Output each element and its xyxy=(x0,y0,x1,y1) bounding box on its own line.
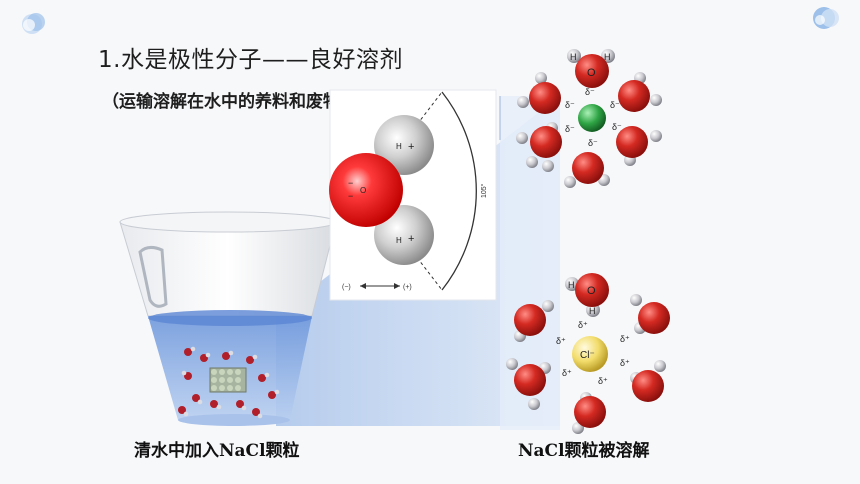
hydrogen-atom-bottom xyxy=(374,205,434,265)
dissolved-water-molecules xyxy=(178,346,280,419)
water-molecule-diagram: H + H + O − − 105° (−) (+) xyxy=(329,89,497,301)
water-h-label: H xyxy=(568,280,575,290)
water-o-label: O xyxy=(587,285,596,297)
water-h-label: H xyxy=(604,52,611,62)
delta-minus-label: δ⁻ xyxy=(565,124,575,134)
delta-plus-label: δ⁺ xyxy=(556,336,566,346)
minus-label-top: − xyxy=(348,178,353,188)
axis-pos-label: (+) xyxy=(403,284,412,291)
water-h-label: H xyxy=(570,52,577,62)
delta-minus-label: δ⁻ xyxy=(585,87,595,97)
delta-minus-label: δ⁻ xyxy=(612,122,622,132)
axis-neg-label: (−) xyxy=(342,284,351,291)
delta-plus-label: δ⁺ xyxy=(620,334,630,344)
hydration-cation: H H O δ⁻ δ⁻ δ⁻ δ⁻ δ⁻ δ⁻ xyxy=(516,49,662,188)
caption-right: NaCl颗粒被溶解 xyxy=(518,441,650,461)
hydrogen-atom-top xyxy=(374,115,434,175)
minus-label-bottom: − xyxy=(348,191,353,201)
plus-label-bottom: + xyxy=(408,233,414,245)
delta-plus-label: δ⁺ xyxy=(562,368,572,378)
hydration-anion: H H O Cl⁻ δ⁺ δ⁺ δ⁺ δ⁺ δ⁺ δ⁺ xyxy=(506,273,670,434)
delta-plus-label: δ⁺ xyxy=(620,358,630,368)
slide-subtitle: （运输溶解在水中的养料和废物） xyxy=(102,92,357,112)
water-h-label: H xyxy=(589,306,596,316)
h-label-top: H xyxy=(396,142,402,151)
delta-minus-label: δ⁻ xyxy=(610,100,620,110)
h-label-bottom: H xyxy=(396,236,402,245)
slide-title: 1.水是极性分子——良好溶剂 xyxy=(98,47,403,73)
delta-minus-label: δ⁻ xyxy=(565,100,575,110)
oxygen-atom xyxy=(329,153,403,227)
delta-plus-label: δ⁺ xyxy=(598,376,608,386)
nacl-crystal xyxy=(209,367,247,393)
plus-label-top: + xyxy=(408,141,414,153)
water-o-label: O xyxy=(587,67,596,79)
delta-minus-label: δ⁻ xyxy=(588,138,598,148)
chloride-ion xyxy=(572,336,608,372)
delta-plus-label: δ⁺ xyxy=(578,320,588,330)
anion-label: Cl⁻ xyxy=(580,350,595,361)
decorative-bubbles-left xyxy=(22,13,45,34)
o-label: O xyxy=(360,186,366,195)
decorative-bubbles-right xyxy=(813,7,839,29)
caption-left: 清水中加入NaCl颗粒 xyxy=(134,441,300,461)
angle-label: 105° xyxy=(480,183,488,198)
sodium-ion xyxy=(578,104,606,132)
